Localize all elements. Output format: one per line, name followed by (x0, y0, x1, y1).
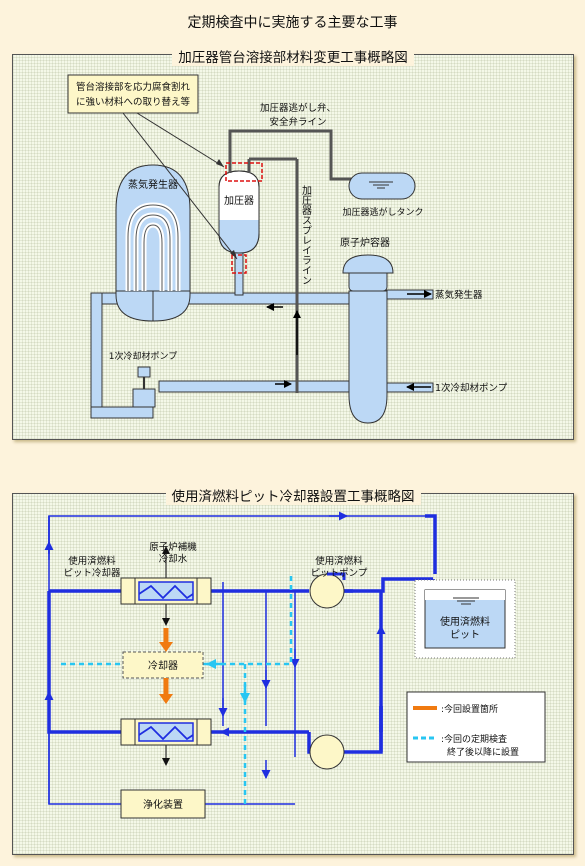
legend-current-label: :今回設置箇所 (441, 703, 498, 715)
panel2-title: 使用済燃料ピット冷却器設置工事概略図 (165, 489, 421, 505)
pit-pump-label-1: 使用済燃料 (315, 555, 363, 567)
relief-line-label-1: 加圧器逃がし弁、 (260, 102, 336, 114)
reactor-vessel-label: 原子炉容器 (340, 236, 390, 249)
pit-pump-label-2: ピットポンプ (311, 568, 368, 579)
relief-line-label-2: 安全弁ライン (269, 116, 326, 128)
cooler-label: 冷却器 (148, 659, 178, 672)
spray-line-label: 加圧器スプレイライン (300, 185, 312, 285)
spent-fuel-pit: 使用済燃料 ピット (414, 579, 516, 659)
rcp-right-label: 1次冷却材ポンプ (435, 382, 508, 394)
pit-pump-lower (309, 734, 345, 770)
pit-pump-upper (309, 572, 346, 609)
nozzle-highlight-top (225, 162, 263, 182)
pit-label-2: ピット (450, 629, 480, 641)
pressurizer-diagram: 蒸気発生器 原子炉容器 加圧器 加圧器逃 (67, 74, 508, 424)
callout-line-2: に強い材料への取り替え等 (76, 96, 191, 108)
legend-future-label-1: :今回の定期検査 (441, 733, 507, 745)
legend: :今回設置箇所 :今回の定期検査 終了後以降に設置 (406, 691, 546, 763)
pit-cooler-lower (120, 718, 212, 766)
future-piping (61, 572, 293, 804)
nozzle-highlight-bottom (231, 254, 247, 274)
pressurizer-label: 加圧器 (224, 195, 254, 207)
purifier-label: 浄化装置 (143, 798, 183, 811)
purifier: 浄化装置 (120, 789, 206, 819)
relief-line-piping (228, 129, 353, 393)
steam-generator: 蒸気発生器 (115, 164, 191, 322)
callout-line-1: 管台溶接部を応力腐食割れ (76, 81, 191, 93)
sg-arrow-label: 蒸気発生器 (435, 289, 483, 301)
aux-cooling-label-1: 原子炉補機 (149, 541, 197, 553)
steam-generator-label: 蒸気発生器 (128, 178, 178, 191)
legend-future-label-2: 終了後以降に設置 (447, 746, 519, 758)
page-title: 定期検査中に実施する主要な工事 (187, 15, 398, 31)
pressurizer-diagram-panel: 加圧器管台溶接部材料変更工事概略図 蒸 (12, 50, 574, 440)
pit-cooler-diagram: 冷却器 浄化装置 使用済燃料 ピット 使用済燃料 (44, 511, 546, 819)
aux-cooling-label-2: 冷却水 (159, 553, 188, 565)
pit-cooler-label-1: 使用済燃料 (68, 555, 116, 567)
relief-tank-label: 加圧器逃がしタンク (342, 206, 423, 218)
thick-blue-piping (47, 514, 437, 754)
pit-cooler-upper (120, 546, 212, 626)
callout-box: 管台溶接部を応力腐食割れ に強い材料への取り替え等 (67, 74, 238, 260)
pit-cooler-label-2: ピット冷却器 (63, 567, 121, 579)
reactor-vessel: 原子炉容器 (340, 236, 394, 424)
relief-tank: 加圧器逃がしタンク (342, 172, 424, 218)
pit-label-1: 使用済燃料 (440, 615, 490, 628)
rcp-left-label: 1次冷却材ポンプ (109, 350, 177, 362)
new-cooler: 冷却器 (122, 628, 204, 704)
pressurizer: 加圧器 (218, 170, 260, 254)
reactor-coolant-pump: 1次冷却材ポンプ (109, 350, 177, 408)
panel1-title: 加圧器管台溶接部材料変更工事概略図 (172, 50, 414, 66)
pit-cooler-diagram-panel: 使用済燃料ピット冷却器設置工事概略図 (12, 489, 574, 855)
